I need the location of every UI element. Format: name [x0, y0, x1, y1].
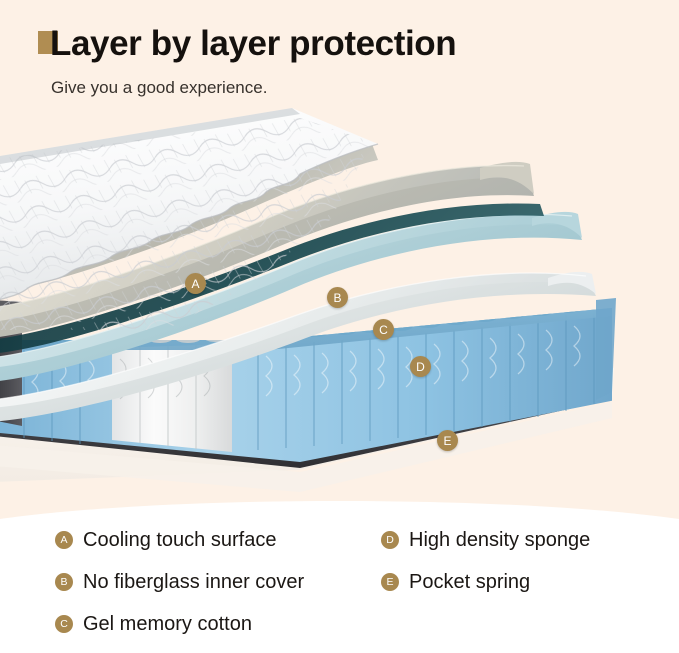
legend-item-e: E Pocket spring: [381, 563, 671, 601]
legend-badge-b: B: [55, 573, 73, 591]
mattress-cutaway-illustration: A B C D E: [0, 100, 679, 520]
legend-label-b: No fiberglass inner cover: [83, 570, 305, 593]
legend-label-d: High density sponge: [409, 528, 591, 551]
legend-column-1: A Cooling touch surface B No fiberglass …: [55, 521, 385, 647]
legend-item-b: B No fiberglass inner cover: [55, 563, 385, 601]
layer-d-high-density-sponge: [0, 271, 596, 422]
legend-badge-a: A: [55, 531, 73, 549]
legend-column-2: D High density sponge E Pocket spring: [381, 521, 671, 605]
legend-item-c: C Gel memory cotton: [55, 605, 385, 643]
diagram-marker-a[interactable]: A: [185, 273, 206, 294]
diagram-marker-b[interactable]: B: [327, 287, 348, 308]
legend-label-e: Pocket spring: [409, 570, 531, 593]
header: Layer by layer protection Give you a goo…: [0, 0, 679, 110]
page-title: Layer by layer protection: [50, 24, 457, 63]
diagram-marker-d[interactable]: D: [410, 356, 431, 377]
legend-badge-c: C: [55, 615, 73, 633]
diagram-marker-c[interactable]: C: [373, 319, 394, 340]
page-subtitle: Give you a good experience.: [51, 78, 268, 97]
legend-label-c: Gel memory cotton: [83, 612, 252, 635]
legend-panel: A Cooling touch surface B No fiberglass …: [0, 493, 679, 653]
legend-badge-e: E: [381, 573, 399, 591]
legend-label-a: Cooling touch surface: [83, 528, 277, 551]
legend-item-d: D High density sponge: [381, 521, 671, 559]
diagram-marker-e[interactable]: E: [437, 430, 458, 451]
legend-badge-d: D: [381, 531, 399, 549]
accent-square-icon: [38, 31, 58, 54]
layer-a-cooling-touch-surface: [0, 108, 379, 330]
legend-item-a: A Cooling touch surface: [55, 521, 385, 559]
